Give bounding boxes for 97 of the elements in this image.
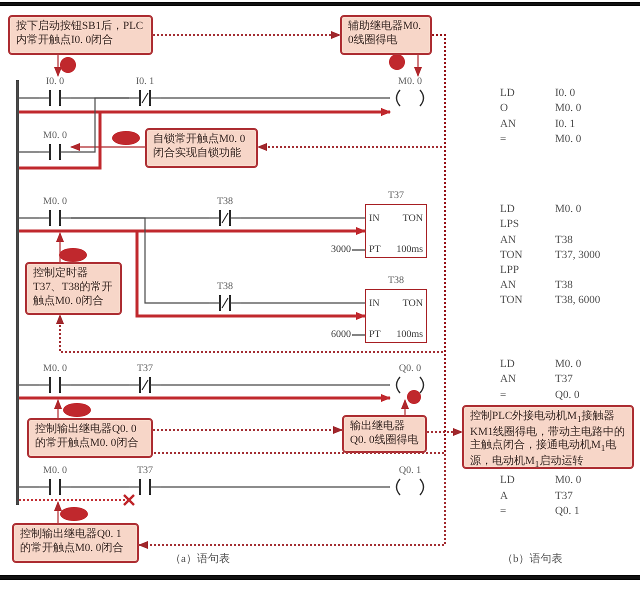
time-base: 100ms: [396, 244, 423, 256]
callout-box: 控制PLC外接电动机M$_{1}$接触器KM1线圈得电，带动主电路中的主触点闭合，接通电动机M$_{1}$电源，电动机M$_{1}$启动运转: [462, 405, 634, 469]
wire: [241, 302, 365, 304]
statement-list-cell: T38: [555, 279, 573, 292]
arrow: [401, 399, 409, 415]
statement-list-cell: A: [500, 490, 508, 503]
preset-pin-label: PT: [369, 244, 381, 256]
statement-list-cell: LD: [500, 474, 515, 487]
callout-box: 控制定时器T37、T38的常开触点M0. 0闭合: [25, 262, 122, 315]
power-flow-arrow: [19, 108, 391, 170]
arrow: [56, 232, 64, 262]
operand-label: T37: [136, 465, 154, 477]
wire: [71, 384, 129, 386]
dotted-arrow: [153, 426, 343, 434]
statement-list-cell: Q0. 0: [555, 389, 580, 402]
statement-list-cell: M0. 0: [555, 133, 582, 146]
operand-label: M0. 0: [397, 76, 423, 88]
statement-list-cell: T37: [555, 490, 573, 503]
operand-label: I0. 1: [134, 76, 156, 88]
operand-label: Q0. 0: [398, 363, 422, 375]
timer-type: TON: [402, 298, 423, 310]
statement-list-cell: LD: [500, 203, 515, 216]
statement-list-cell: LD: [500, 358, 515, 371]
wire: [19, 97, 39, 99]
operand-label: M0. 0: [42, 363, 68, 375]
timer-name: T38: [386, 275, 406, 287]
callout-box: 控制输出继电器Q0. 1的常开触点M0. 0闭合: [12, 523, 139, 563]
operand-label: I0. 0: [44, 76, 66, 88]
operand-label: T38: [216, 281, 234, 293]
arrow: [54, 501, 62, 523]
arrow: [414, 55, 422, 77]
wire: [161, 384, 390, 386]
statement-list-cell: AN: [500, 279, 516, 292]
operand-label: Q0. 1: [398, 465, 422, 477]
time-base: 100ms: [396, 329, 423, 341]
statement-list-cell: LD: [500, 87, 515, 100]
statement-list-cell: Q0. 1: [555, 505, 580, 518]
figure-caption: （a）语句表: [170, 553, 230, 566]
statement-list-cell: M0. 0: [555, 203, 582, 216]
wire: [161, 486, 390, 488]
callout-box: 控制输出继电器Q0. 0的常开触点M0. 0闭合: [27, 418, 153, 458]
operand-label: T37: [136, 363, 154, 375]
operand-label: M0. 0: [42, 465, 68, 477]
operand-label: M0. 0: [42, 130, 68, 142]
arrow: [70, 143, 145, 151]
dotted-arrow: [153, 31, 341, 39]
power-flow-arrow: [19, 227, 366, 235]
wire: [19, 384, 39, 386]
preset-pin-label: PT: [369, 329, 381, 341]
wire: [19, 217, 39, 219]
statement-list-cell: AN: [500, 234, 516, 247]
power-flow-arrow: [136, 231, 366, 320]
statement-list-cell: O: [500, 102, 508, 115]
figure-caption: （b）语句表: [502, 553, 562, 566]
statement-list-cell: =: [500, 505, 506, 518]
timer-type: TON: [402, 213, 423, 225]
wire: [19, 486, 39, 488]
wire: [161, 97, 390, 99]
arrow: [54, 55, 62, 77]
arrow: [54, 399, 62, 418]
callout-box: 自锁常开触点M0. 0闭合实现自锁功能: [145, 128, 258, 168]
wire: [71, 486, 129, 488]
statement-list-cell: T37, 3000: [555, 249, 600, 262]
operand-label: M0. 0: [42, 196, 68, 208]
callout-box: 按下启动按钮SB1后，PLC内常开触点I0. 0闭合: [8, 15, 153, 55]
input-pin-label: IN: [369, 213, 380, 225]
statement-list-cell: T37: [555, 373, 573, 386]
wire: [241, 217, 365, 219]
statement-list-cell: AN: [500, 373, 516, 386]
dotted-arrow: [138, 34, 446, 549]
wire: [19, 151, 39, 153]
statement-list-cell: =: [500, 133, 506, 146]
timer-name: T37: [386, 190, 406, 202]
statement-list-cell: TON: [500, 294, 522, 307]
power-rail: [16, 80, 19, 505]
preset-value: 6000: [331, 328, 351, 341]
statement-list-cell: =: [500, 389, 506, 402]
power-flow-arrow: [19, 394, 391, 402]
statement-list-cell: TON: [500, 249, 522, 262]
preset-value: 3000: [331, 243, 351, 256]
statement-list-cell: LPS: [500, 218, 519, 231]
statement-list-cell: T38: [555, 234, 573, 247]
wire: [71, 217, 209, 304]
dotted-arrow: [427, 428, 463, 436]
statement-list-cell: AN: [500, 118, 516, 131]
statement-list-cell: LPP: [500, 264, 519, 277]
callout-box: 输出继电器Q0. 0线圈得电: [342, 415, 427, 453]
statement-list-cell: M0. 0: [555, 102, 582, 115]
wire: [71, 97, 129, 153]
callout-box: 辅助继电器M0. 0线圈得电: [340, 15, 432, 55]
statement-list-cell: M0. 0: [555, 474, 582, 487]
operand-label: T38: [216, 196, 234, 208]
statement-list-cell: I0. 0: [555, 87, 576, 100]
input-pin-label: IN: [369, 298, 380, 310]
statement-list-cell: I0. 1: [555, 118, 576, 131]
statement-list-cell: T38, 6000: [555, 294, 600, 307]
statement-list-cell: M0. 0: [555, 358, 582, 371]
